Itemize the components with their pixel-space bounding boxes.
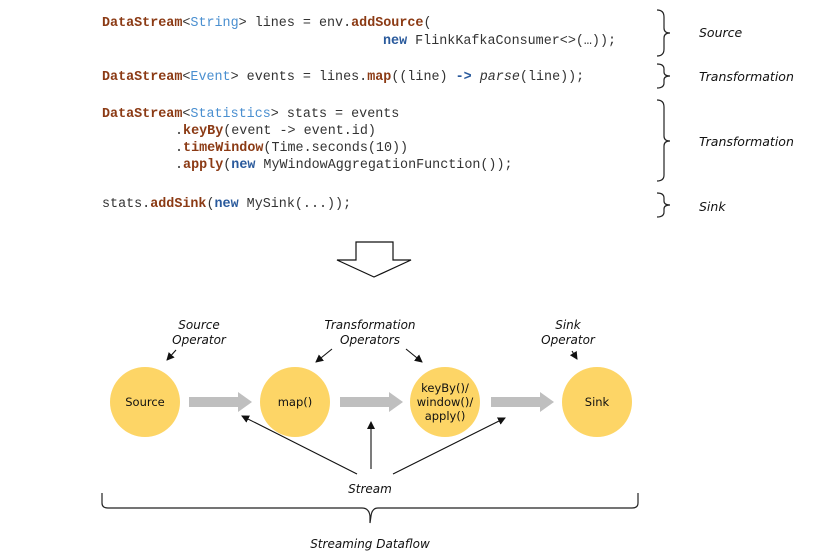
code-text: . xyxy=(175,124,184,139)
node-window-label: window()/ xyxy=(417,395,474,409)
code-text: . xyxy=(175,141,184,156)
flow-arrow-1 xyxy=(189,392,252,412)
annot-transformation-operators-1: Transformation xyxy=(324,318,415,332)
code-line-6: .timeWindow(Time.seconds(10)) xyxy=(175,140,408,157)
arrow-stream-right xyxy=(392,417,506,475)
node-map-label: map() xyxy=(278,395,313,409)
code-text: > stats = events xyxy=(270,107,400,122)
method-name: addSource xyxy=(351,16,424,31)
flow-arrow-3 xyxy=(491,392,554,412)
code-text: > events = lines. xyxy=(230,70,368,85)
annot-streaming-dataflow: Streaming Dataflow xyxy=(310,537,430,551)
annot-source-operator-1: Source xyxy=(178,318,219,332)
bracket-streaming-dataflow xyxy=(101,493,639,524)
method-name: timeWindow xyxy=(183,141,264,156)
node-apply-label: apply() xyxy=(425,409,466,423)
bracket-label-source: Source xyxy=(699,25,743,40)
node-sink xyxy=(562,367,632,437)
code-text: ( xyxy=(423,16,432,31)
code-line-5: .keyBy(event -> event.id) xyxy=(175,123,376,140)
type-keyword: DataStream xyxy=(102,107,183,122)
code-line-2: new FlinkKafkaConsumer<>(…)); xyxy=(383,33,616,50)
node-map xyxy=(260,367,330,437)
arrow-sink-operator xyxy=(569,350,578,360)
code-line-1: DataStream<String> lines = env.addSource… xyxy=(102,16,432,31)
generic-type: Statistics xyxy=(190,107,271,122)
code-text: (event -> event.id) xyxy=(223,124,376,139)
annot-source-operator-2: Operator xyxy=(172,333,227,347)
code-text: stats. xyxy=(102,197,151,212)
arrow-transformation-map xyxy=(315,348,333,363)
annot-stream: Stream xyxy=(348,482,392,496)
new-keyword: new xyxy=(383,34,408,49)
lambda-arrow: -> xyxy=(455,70,472,85)
code-text: MyWindowAggregationFunction()); xyxy=(255,158,513,173)
code-line-8: stats.addSink(new MySink(...)); xyxy=(102,196,351,213)
annot-sink-operator-1: Sink xyxy=(555,318,582,332)
code-line-7: .apply(new MyWindowAggregationFunction()… xyxy=(175,157,513,174)
function-call: parse xyxy=(479,70,520,85)
bracket-label-transformation-1: Transformation xyxy=(699,69,794,84)
generic-type: Event xyxy=(190,70,231,85)
method-name: addSink xyxy=(150,197,207,212)
arrow-stream-left xyxy=(241,415,358,475)
type-keyword: DataStream xyxy=(102,16,183,31)
new-keyword: new xyxy=(214,197,239,212)
annot-transformation-operators-2: Operators xyxy=(340,333,400,347)
flow-arrows xyxy=(189,392,554,412)
method-name: keyBy xyxy=(183,124,224,139)
node-keyby-window-apply xyxy=(410,367,480,437)
bracket-source xyxy=(656,9,671,57)
bracket-label-transformation-2: Transformation xyxy=(699,134,794,149)
down-arrow-icon xyxy=(336,241,412,278)
bracket-transformation-2 xyxy=(656,99,671,182)
type-keyword: DataStream xyxy=(102,70,183,85)
code-line-3: DataStream<Event> events = lines.map((li… xyxy=(102,70,585,85)
bracket-sink xyxy=(656,192,671,218)
generic-type: String xyxy=(190,16,239,31)
arrow-transformation-keyby xyxy=(405,348,423,363)
flow-arrow-2 xyxy=(340,392,403,412)
method-name: apply xyxy=(183,158,224,173)
code-text: FlinkKafkaConsumer<>(…)); xyxy=(407,34,617,49)
annot-sink-operator-2: Operator xyxy=(541,333,596,347)
code-line-4: DataStream<Statistics> stats = events xyxy=(102,107,400,122)
code-text: ( xyxy=(223,158,232,173)
node-sink-label: Sink xyxy=(585,395,610,409)
code-text: MySink(...)); xyxy=(238,197,352,212)
node-keyby-label: keyBy()/ xyxy=(421,381,469,395)
bracket-label-sink: Sink xyxy=(699,199,726,214)
code-text: ( xyxy=(206,197,215,212)
arrow-source-operator xyxy=(166,349,177,361)
bracket-transformation-1 xyxy=(656,63,671,89)
node-source-label: Source xyxy=(125,395,165,409)
code-text: (line)); xyxy=(519,70,585,85)
code-text: > lines = env. xyxy=(238,16,352,31)
code-text: (Time.seconds(10)) xyxy=(263,141,409,156)
node-source xyxy=(110,367,180,437)
code-text: ((line) xyxy=(391,70,456,85)
new-keyword: new xyxy=(231,158,256,173)
code-text: . xyxy=(175,158,184,173)
method-name: map xyxy=(367,70,392,85)
